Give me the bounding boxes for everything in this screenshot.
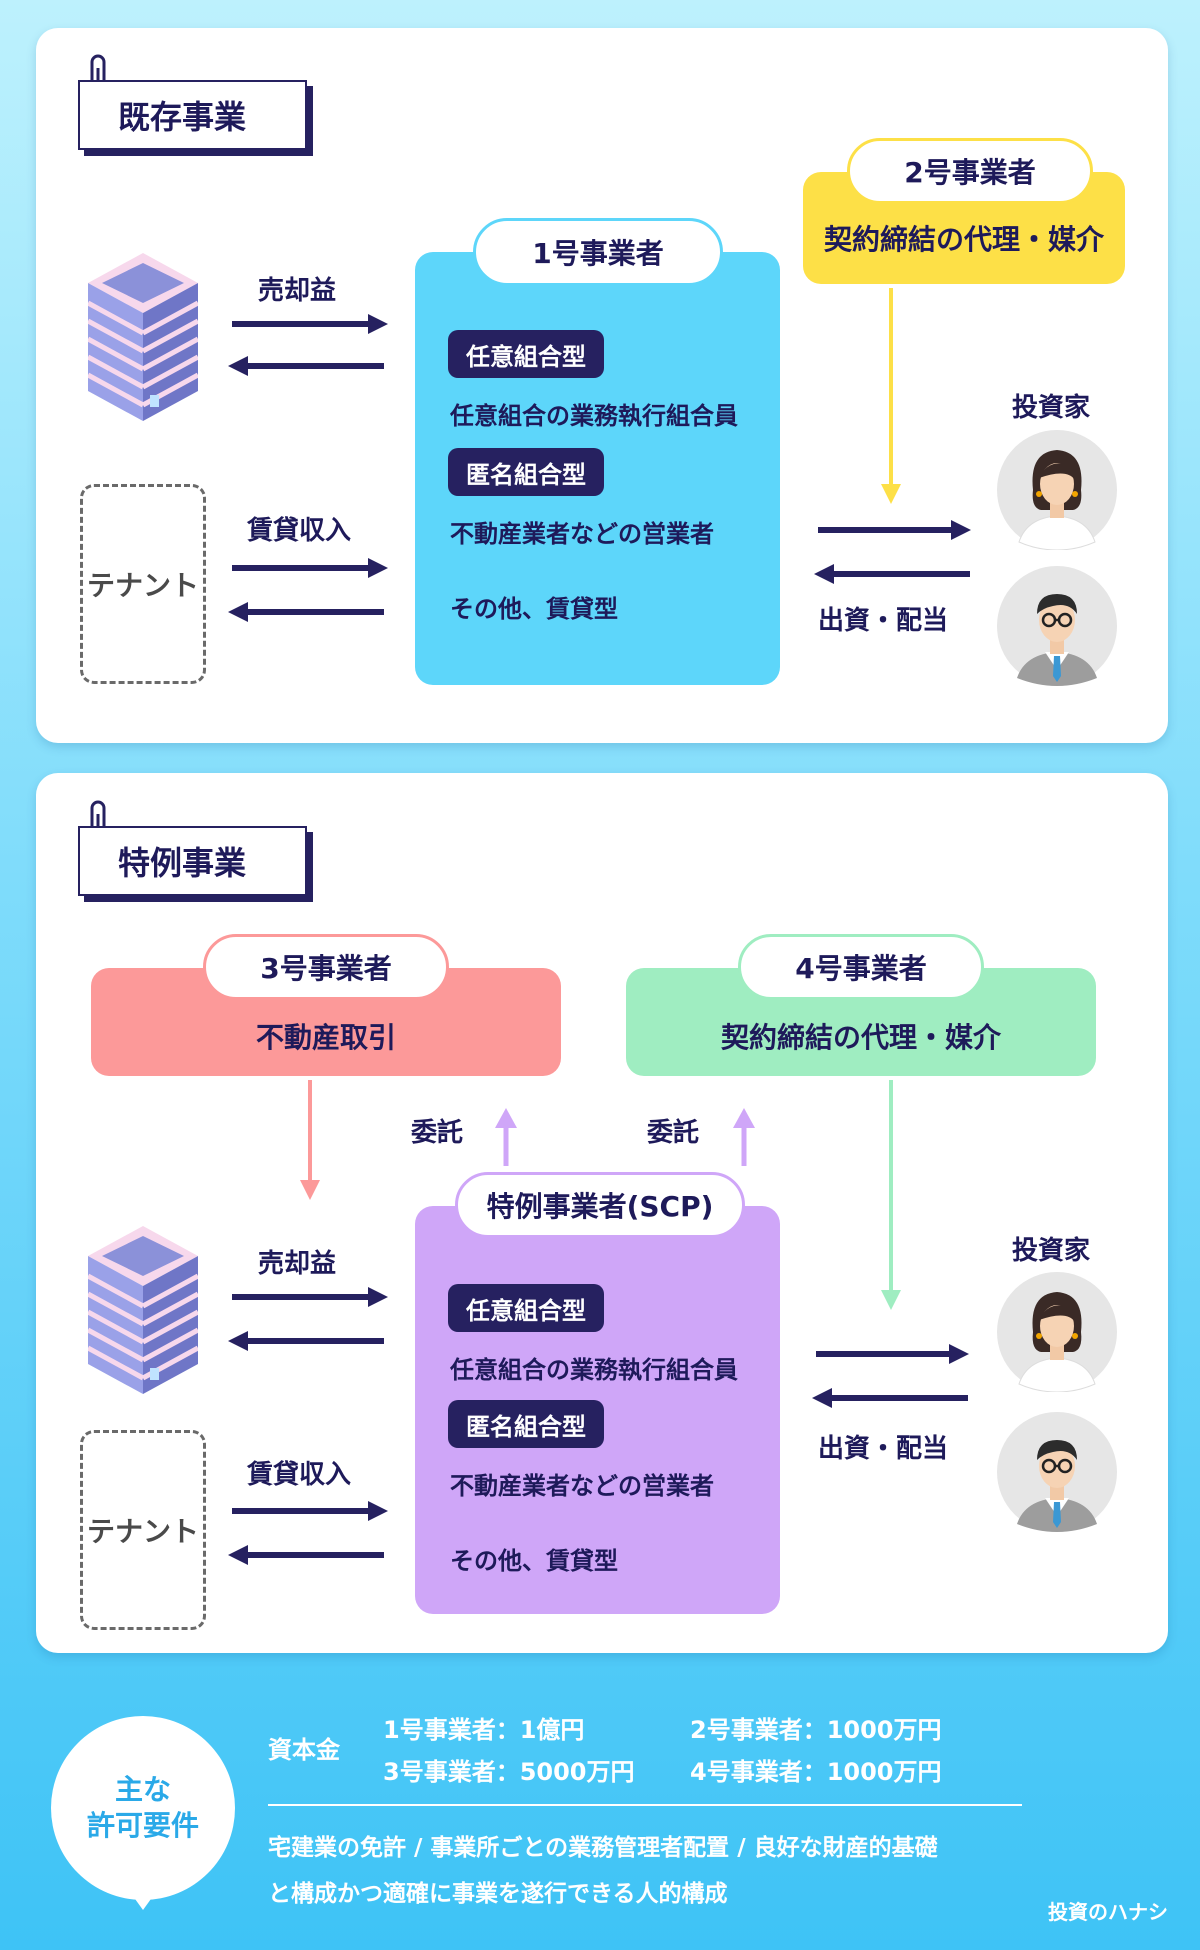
scp-text-other: その他、賃貸型 <box>450 1547 618 1575</box>
requirements-note-line1: 宅建業の免許 / 事業所ごとの業務管理者配置 / 良好な財産的基礎 <box>268 1835 938 1861</box>
investment-dividend-label: 出資・配当 <box>818 606 949 636</box>
consign-left-label: 委託 <box>411 1118 464 1148</box>
sale-profit-label: 売却益 <box>258 1249 337 1279</box>
operator1-text-other: その他、賃貸型 <box>450 595 618 623</box>
tenant-box: テナント <box>80 484 206 684</box>
investor-label: 投資家 <box>1012 1236 1091 1266</box>
scp-pill: 特例事業者(SCP) <box>455 1172 745 1238</box>
scp-text-tokumei: 不動産業者などの営業者 <box>450 1472 714 1500</box>
operator2-pill: 2号事業者 <box>847 138 1093 204</box>
brand-logo-text: 投資のハナシ <box>1048 1900 1168 1924</box>
requirements-note-line2: と構成かつ適確に事業を遂行できる人的構成 <box>268 1881 728 1907</box>
male-investor-avatar <box>997 566 1117 686</box>
capital-op3: 3号事業者：5000万円 <box>383 1758 635 1786</box>
bubble-tail <box>130 1892 156 1910</box>
operator1-pill: 1号事業者 <box>473 218 723 286</box>
rent-income-label: 賃貸収入 <box>247 516 352 546</box>
capital-op2: 2号事業者：1000万円 <box>690 1716 942 1744</box>
scp-chip-nini: 任意組合型 <box>448 1284 604 1332</box>
operator1-chip-tokumei: 匿名組合型 <box>448 448 604 496</box>
rent-income-label: 賃貸収入 <box>247 1460 352 1490</box>
bubble-line1: 主な <box>114 1773 171 1806</box>
male-investor-avatar <box>997 1412 1117 1532</box>
operator4-pill: 4号事業者 <box>738 934 984 1000</box>
capital-op1: 1号事業者：1億円 <box>383 1716 585 1744</box>
operator4-body: 契約締結の代理・媒介 <box>720 1021 1001 1054</box>
operator2-body: 契約締結の代理・媒介 <box>823 223 1104 256</box>
divider <box>268 1804 1022 1806</box>
operator3-pill: 3号事業者 <box>203 934 449 1000</box>
bubble-line2: 許可要件 <box>86 1809 199 1842</box>
operator1-text-tokumei: 不動産業者などの営業者 <box>450 520 714 548</box>
special-business-title: 特例事業 <box>78 826 307 896</box>
tenant-box: テナント <box>80 1430 206 1630</box>
capital-op4: 4号事業者：1000万円 <box>690 1758 942 1786</box>
investment-dividend-label: 出資・配当 <box>818 1434 949 1464</box>
scp-text-nini: 任意組合の業務執行組合員 <box>450 1356 738 1384</box>
operator3-body: 不動産取引 <box>255 1021 396 1054</box>
investor-label: 投資家 <box>1012 393 1091 423</box>
requirements-bubble: 主な 許可要件 <box>51 1716 235 1900</box>
building-icon <box>88 253 198 421</box>
operator1-text-nini: 任意組合の業務執行組合員 <box>450 402 738 430</box>
sale-profit-label: 売却益 <box>258 276 337 306</box>
scp-chip-tokumei: 匿名組合型 <box>448 1400 604 1448</box>
consign-right-label: 委託 <box>647 1118 700 1148</box>
capital-label: 資本金 <box>268 1736 340 1764</box>
operator1-chip-nini: 任意組合型 <box>448 330 604 378</box>
female-investor-avatar <box>997 1272 1117 1392</box>
building-icon <box>88 1226 198 1394</box>
female-investor-avatar <box>997 430 1117 550</box>
existing-business-title: 既存事業 <box>78 80 307 150</box>
